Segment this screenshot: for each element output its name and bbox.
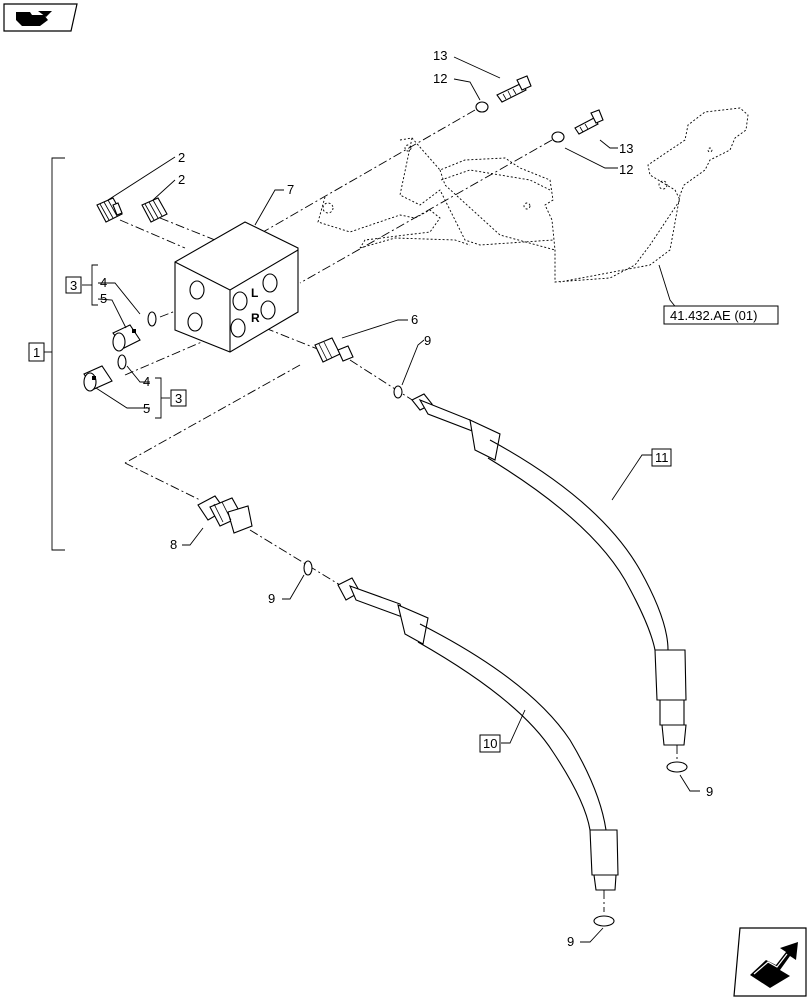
callout-7: 7 bbox=[287, 182, 294, 197]
reference-box[interactable] bbox=[663, 305, 779, 325]
distributor-block-7 bbox=[174, 221, 299, 353]
callout-9-adapter: 9 bbox=[424, 333, 431, 348]
callout-5-lower: 5 bbox=[143, 401, 150, 416]
group-bracket-3-lower bbox=[155, 377, 162, 419]
callout-5-upper: 5 bbox=[100, 291, 107, 306]
block-mark-left: L bbox=[251, 286, 258, 300]
bolt-13-left bbox=[496, 75, 532, 103]
callout-3-lower-box bbox=[170, 389, 187, 407]
callout-1-box bbox=[28, 342, 45, 362]
callout-12-left: 12 bbox=[433, 71, 447, 86]
callout-11-box bbox=[651, 448, 672, 467]
callout-4-lower: 4 bbox=[143, 374, 150, 389]
callout-4-upper: 4 bbox=[100, 275, 107, 290]
callout-9-hose-11: 9 bbox=[706, 784, 713, 799]
adapter-6 bbox=[314, 337, 354, 363]
hose-11 bbox=[411, 393, 687, 746]
callout-8: 8 bbox=[170, 537, 177, 552]
o-ring-4-upper bbox=[147, 311, 157, 327]
o-ring-4-lower bbox=[117, 354, 127, 370]
block-mark-right: R bbox=[251, 311, 260, 325]
washer-12-left bbox=[475, 101, 489, 113]
callout-3-upper: 3 bbox=[70, 278, 77, 293]
callout-10: 10 bbox=[483, 736, 497, 751]
plug-2-right bbox=[141, 197, 168, 223]
reference-link[interactable]: 41.432.AE (01) bbox=[670, 308, 757, 323]
plug-5-lower bbox=[83, 365, 113, 392]
callout-9-fitting: 9 bbox=[268, 591, 275, 606]
callout-12-right: 12 bbox=[619, 162, 633, 177]
flip-view-icon[interactable] bbox=[3, 3, 78, 32]
mounting-bracket bbox=[317, 107, 749, 283]
callout-11: 11 bbox=[655, 450, 669, 465]
callout-1: 1 bbox=[33, 345, 40, 360]
bolt-13-right bbox=[574, 109, 604, 135]
group-bracket-1 bbox=[44, 157, 65, 551]
o-ring-9-fitting-8 bbox=[303, 560, 313, 576]
callout-3-upper-box bbox=[65, 276, 82, 294]
washer-12-right bbox=[551, 131, 565, 143]
callout-13-left: 13 bbox=[433, 48, 447, 63]
callout-3-lower: 3 bbox=[175, 391, 182, 406]
plug-5-upper bbox=[112, 324, 141, 352]
next-page-arrow-icon[interactable] bbox=[733, 927, 807, 997]
hose-10 bbox=[337, 577, 619, 891]
o-ring-9-hose-11-end bbox=[666, 761, 688, 773]
fitting-8 bbox=[197, 495, 253, 534]
callout-10-box bbox=[479, 734, 501, 753]
leader-lines bbox=[95, 56, 700, 943]
group-bracket-3-upper bbox=[91, 264, 98, 306]
callout-2-left: 2 bbox=[178, 150, 185, 165]
callout-13-right: 13 bbox=[619, 141, 633, 156]
o-ring-9-hose-10-end bbox=[593, 915, 615, 927]
o-ring-9-upper bbox=[393, 385, 403, 399]
callout-6: 6 bbox=[411, 312, 418, 327]
plug-2-left bbox=[96, 197, 123, 223]
callout-2-right: 2 bbox=[178, 172, 185, 187]
callout-9-hose-10: 9 bbox=[567, 934, 574, 949]
